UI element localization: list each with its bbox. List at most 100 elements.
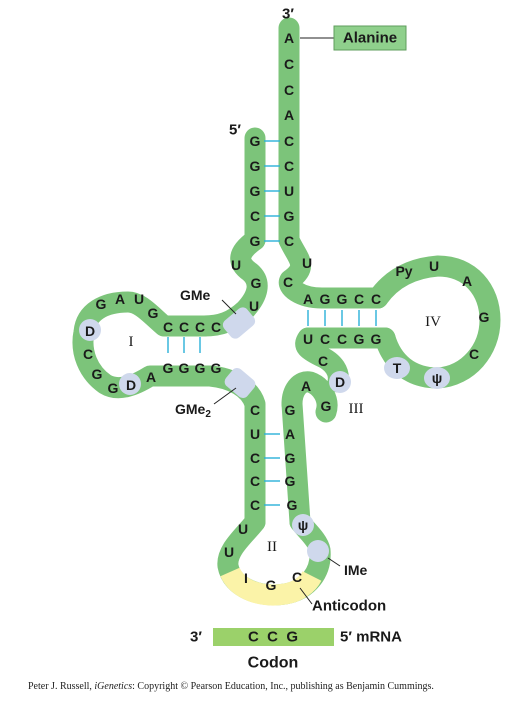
base: C [337, 331, 347, 347]
base: G [285, 473, 296, 489]
base: C [250, 208, 260, 224]
base: C [250, 497, 260, 513]
anticodon-base: G [266, 577, 277, 593]
base: U [249, 298, 259, 314]
anticodon-stem-left-bases: C U C C C U U [224, 402, 260, 560]
base: G [479, 309, 490, 325]
gme-label: GMe [180, 287, 211, 303]
base: G [321, 398, 332, 414]
base: C [250, 473, 260, 489]
base: G [354, 331, 365, 347]
base: C [195, 319, 205, 335]
base: C [284, 133, 294, 149]
base: G [250, 183, 261, 199]
gme2-label: GMe2 [175, 401, 211, 420]
gme-highlight [222, 307, 256, 339]
t-arm-bases: A G G C C U C C G G Py U A G C ψ T [303, 258, 490, 386]
base: U [284, 183, 294, 199]
base: U [224, 544, 234, 560]
base: G [96, 296, 107, 312]
base: ψ [432, 370, 443, 386]
base: C [284, 82, 294, 98]
base: G [320, 291, 331, 307]
base: A [284, 30, 294, 46]
three-prime-end-label: 3′ [282, 6, 294, 23]
base: A [146, 369, 156, 385]
base: A [301, 378, 311, 394]
base: A [285, 426, 295, 442]
base: G [371, 331, 382, 347]
base: C [469, 346, 479, 362]
psi-loop-highlight [424, 367, 450, 389]
d-arm-bases: G A U G C C C C D C G G D A G G G G [83, 291, 222, 396]
base: C [320, 331, 330, 347]
base: A [462, 273, 472, 289]
base: C [250, 450, 260, 466]
base: G [92, 366, 103, 382]
ime-leader-line [327, 557, 341, 567]
base: C [211, 319, 221, 335]
base: C [284, 158, 294, 174]
base: U [231, 257, 241, 273]
base: C [284, 56, 294, 72]
copyright-credit: Peter J. Russell, iGenetics: Copyright ©… [28, 681, 434, 692]
arm-label-iii: III [349, 401, 364, 417]
alanine-label: Alanine [343, 30, 397, 47]
base: C [163, 319, 173, 335]
mrna-5prime-label: 5′ mRNA [340, 629, 402, 646]
base: U [302, 255, 312, 271]
gme2-label-subscript: 2 [205, 409, 211, 420]
acceptor-5prime-bases: G G G C G [250, 133, 261, 249]
base: G [250, 133, 261, 149]
ime-highlight [307, 540, 329, 562]
arm-label-iv: IV [425, 314, 441, 330]
base: T [393, 360, 402, 376]
base: D [126, 377, 136, 393]
base: U [303, 331, 313, 347]
arm-label-i: I [129, 334, 134, 350]
d-highlight-bottom [119, 373, 141, 395]
base: G [179, 360, 190, 376]
ime-label: IMe [344, 562, 368, 578]
codon-label: Codon [248, 655, 299, 672]
anticodon-base: I [244, 570, 248, 586]
anticodon-base: C [292, 569, 302, 585]
base: C [371, 291, 381, 307]
alanine-label-box [333, 25, 407, 51]
d-highlight-left [79, 319, 101, 341]
codon-bases: C C G [248, 629, 298, 646]
base: U [134, 291, 144, 307]
base: ψ [298, 517, 309, 533]
base: G [285, 450, 296, 466]
anticodon-stem-right-bases: G A G G G ψ [285, 402, 309, 533]
base: C [179, 319, 189, 335]
base: G [337, 291, 348, 307]
t-highlight [384, 357, 410, 379]
hydrogen-bonds [167, 140, 377, 506]
base: G [108, 380, 119, 396]
arm-label-ii: II [267, 539, 277, 555]
base: C [83, 346, 93, 362]
base: A [303, 291, 313, 307]
base: C [354, 291, 364, 307]
base: A [284, 107, 294, 123]
psi-anticodon-highlight [292, 514, 314, 536]
base: C [318, 353, 328, 369]
base: G [250, 158, 261, 174]
base: C [283, 274, 293, 290]
junction-bases: U G U C U [231, 255, 312, 314]
base: C [284, 233, 294, 249]
anticodon-label: Anticodon [312, 598, 386, 615]
anticodon-leader-line [299, 587, 313, 605]
base: G [148, 305, 159, 321]
mrna-3prime-label: 3′ [190, 629, 202, 646]
acceptor-3prime-bases: A C C A C C U G C [284, 30, 295, 249]
base: Py [395, 263, 412, 279]
credit-book-title: iGenetics [94, 681, 133, 692]
credit-author: Peter J. Russell, [28, 681, 95, 692]
five-prime-end-label: 5′ [229, 122, 241, 139]
anticodon-highlight [220, 566, 322, 606]
d-highlight-variable [329, 371, 351, 393]
base: A [115, 291, 125, 307]
